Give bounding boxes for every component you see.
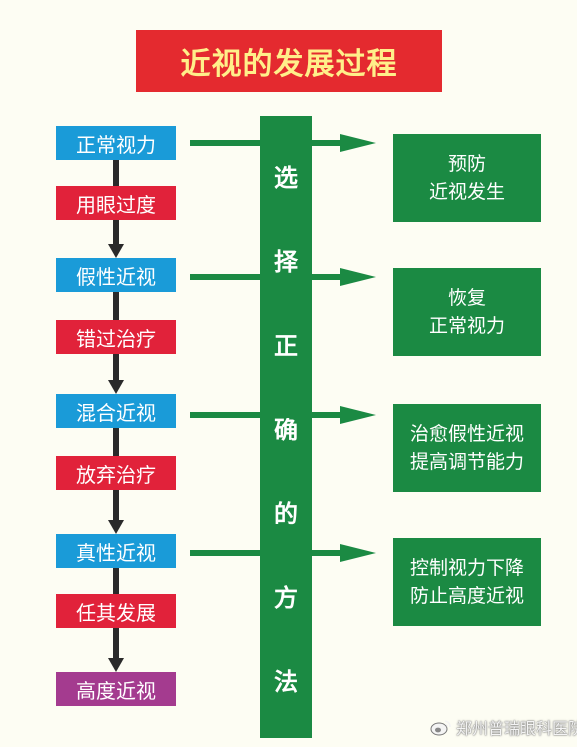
method-char: 正: [274, 332, 298, 360]
down-arrow-6: [108, 490, 124, 534]
method-char: 选: [274, 164, 298, 192]
right-arrow-1: [190, 134, 376, 152]
method-char: 法: [274, 668, 298, 696]
result-prevent-myopia: 预防 近视发生: [393, 134, 541, 222]
down-arrow-1: [108, 160, 124, 186]
method-char: 择: [274, 248, 298, 276]
result-line: 防止高度近视: [409, 585, 524, 607]
result-restore-vision: 恢复 正常视力: [393, 268, 541, 356]
result-line: 恢复: [447, 287, 486, 309]
result-line: 预防: [447, 153, 486, 175]
result-line: 治愈假性近视: [409, 423, 524, 445]
result-line: 近视发生: [428, 181, 505, 203]
down-arrow-3: [108, 292, 124, 320]
right-arrow-2: [190, 268, 376, 286]
down-arrow-7: [108, 568, 124, 594]
diagram-title: 近视的发展过程: [180, 47, 398, 82]
method-char: 确: [274, 416, 298, 444]
right-arrow-4: [190, 544, 376, 562]
result-line: 控制视力下降: [409, 557, 524, 579]
stage-true-myopia: 真性近视: [56, 534, 176, 568]
result-control-vision-decline: 控制视力下降 防止高度近视: [393, 538, 541, 626]
watermark-text: 郑州普瑞眼科医院: [456, 719, 577, 738]
result-line: 正常视力: [428, 315, 505, 337]
cause-missed-treatment: 错过治疗: [56, 320, 176, 354]
down-arrow-5: [108, 428, 124, 456]
method-char: 方: [274, 584, 298, 612]
stage-normal-vision: 正常视力: [56, 126, 176, 160]
method-bar: 选 择 正 确 的 方 法: [260, 116, 312, 738]
stage-mixed-myopia: 混合近视: [56, 394, 176, 428]
stage-pseudo-myopia: 假性近视: [56, 258, 176, 292]
result-cure-pseudo-myopia: 治愈假性近视 提高调节能力: [393, 404, 541, 492]
weibo-icon: [430, 720, 451, 736]
cause-gave-up-treatment: 放弃治疗: [56, 456, 176, 490]
down-arrow-4: [108, 354, 124, 394]
down-arrow-2: [108, 220, 124, 258]
cause-overuse-eyes: 用眼过度: [56, 186, 176, 220]
stage-high-myopia: 高度近视: [56, 672, 176, 706]
method-char: 的: [274, 500, 298, 528]
result-line: 提高调节能力: [409, 451, 524, 473]
right-arrow-3: [190, 406, 376, 424]
down-arrow-8: [108, 628, 124, 672]
title-banner: 近视的发展过程: [136, 30, 442, 92]
watermark: 郑州普瑞眼科医院: [430, 712, 577, 742]
cause-let-it-develop: 任其发展: [56, 594, 176, 628]
